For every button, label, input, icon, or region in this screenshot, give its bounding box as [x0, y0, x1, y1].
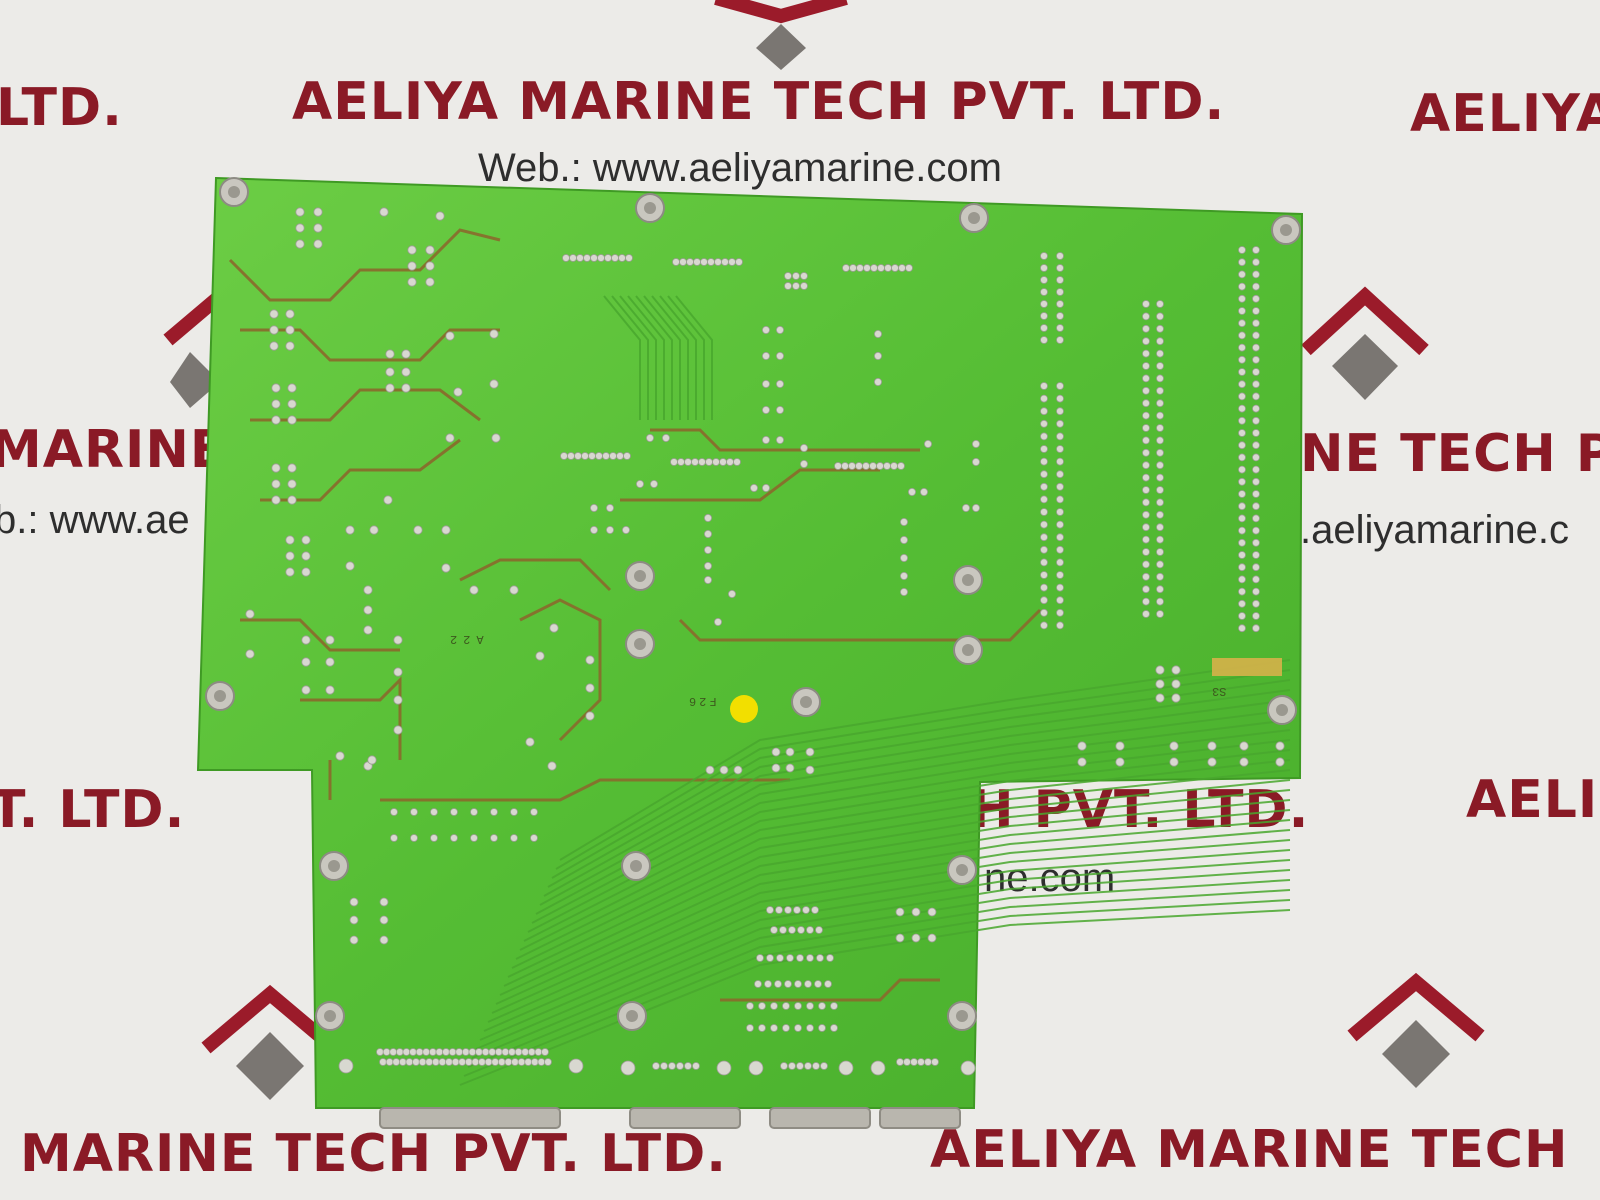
watermark-logo-bottom-left-icon — [201, 984, 320, 1100]
watermark-url-left: b.: www.ae — [0, 498, 190, 542]
watermark-url-right: .aeliyamarine.c — [1300, 508, 1570, 552]
watermark-logo-bottom-right-icon — [1347, 972, 1485, 1088]
silkscreen-label-f26: F26 — [686, 694, 717, 708]
watermark-company-top: AELIYA MARINE TECH PVT. LTD. — [292, 72, 1226, 132]
watermark-fragment-mid-right: NE TECH P — [1300, 424, 1600, 484]
watermark-fragment-top-right: AELIYA — [1410, 84, 1600, 144]
watermark-fragment-mid-left: MARINE — [0, 420, 227, 480]
watermark-logo-top-icon — [714, 0, 848, 70]
silkscreen-label-s3: S3 — [1212, 684, 1227, 698]
watermark-fragment-top-left: LTD. — [0, 78, 123, 138]
watermark-fragment-low-right: AELI — [1466, 770, 1599, 830]
d-sub-connectors — [379, 1107, 961, 1129]
watermark-fragment-low-left: T. LTD. — [0, 780, 186, 840]
watermark-fragment-bottom-right: AELIYA MARINE TECH — [930, 1120, 1569, 1180]
yellow-marker-dot — [730, 695, 758, 723]
watermark-fragment-low-center: H PVT. LTD. — [970, 780, 1310, 840]
solder-pads — [245, 207, 1285, 1076]
board-substrate — [196, 176, 1304, 1109]
watermark-logo-mid-right-icon — [1301, 286, 1429, 400]
gold-contact-strip — [1212, 658, 1282, 676]
mounting-holes — [205, 177, 1301, 1031]
silkscreen-label-a22: A22 — [444, 632, 484, 646]
watermark-website-top: Web.: www.aeliyamarine.com — [478, 146, 1002, 190]
watermark-fragment-bottom-left: MARINE TECH PVT. LTD. — [20, 1124, 728, 1184]
copper-traces — [228, 228, 1042, 1002]
